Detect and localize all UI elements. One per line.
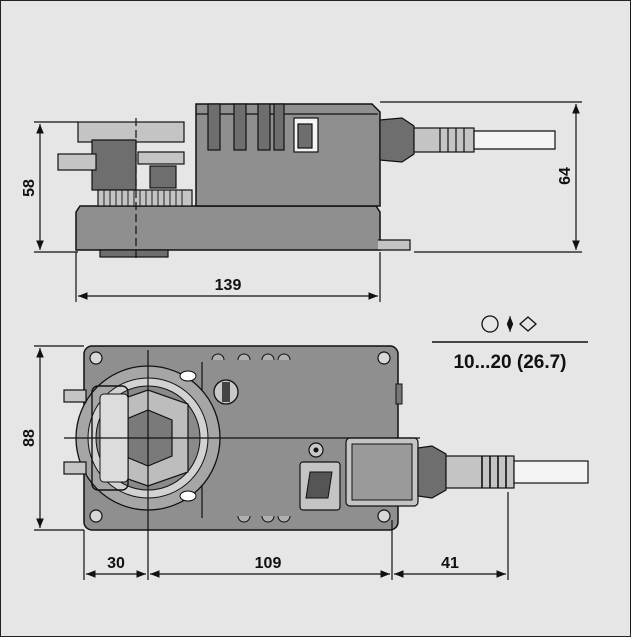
side-clamp-body bbox=[91, 139, 137, 191]
top-strain-relief bbox=[445, 455, 515, 489]
round-and-diamond-shaft-icon bbox=[481, 315, 537, 333]
shaft-range-value: 10...20 (26.7) bbox=[453, 352, 566, 373]
side-base-housing bbox=[75, 205, 381, 251]
spec-block: 10...20 (26.7) bbox=[432, 315, 588, 373]
dim-length-109: 109 bbox=[255, 555, 282, 572]
side-clamp-arm bbox=[137, 151, 185, 165]
side-cable bbox=[473, 130, 556, 150]
side-view: 58 64 139 bbox=[21, 101, 582, 302]
side-foot bbox=[99, 249, 169, 258]
clamp-bolt-bottom bbox=[63, 461, 87, 475]
side-clamp-top bbox=[77, 121, 185, 143]
side-gear-band bbox=[97, 189, 193, 207]
corner-screws bbox=[89, 351, 391, 523]
side-connector-slots bbox=[207, 103, 319, 153]
dim-offset-30: 30 bbox=[107, 555, 125, 572]
dim-width-88: 88 bbox=[21, 429, 38, 447]
side-bracket bbox=[378, 239, 411, 251]
top-view: 88 30 109 41 bbox=[21, 345, 589, 580]
top-cable bbox=[513, 460, 589, 484]
dim-length-139: 139 bbox=[215, 277, 242, 294]
clamp-bolt-top bbox=[63, 389, 87, 403]
side-upper-housing bbox=[195, 103, 381, 207]
side-clamp-bolt bbox=[57, 153, 97, 171]
dim-height-64: 64 bbox=[557, 167, 574, 185]
side-cable-gland bbox=[379, 117, 415, 163]
dim-cable-41: 41 bbox=[441, 555, 459, 572]
side-strain-relief bbox=[413, 127, 475, 153]
dim-height-58: 58 bbox=[21, 179, 38, 197]
